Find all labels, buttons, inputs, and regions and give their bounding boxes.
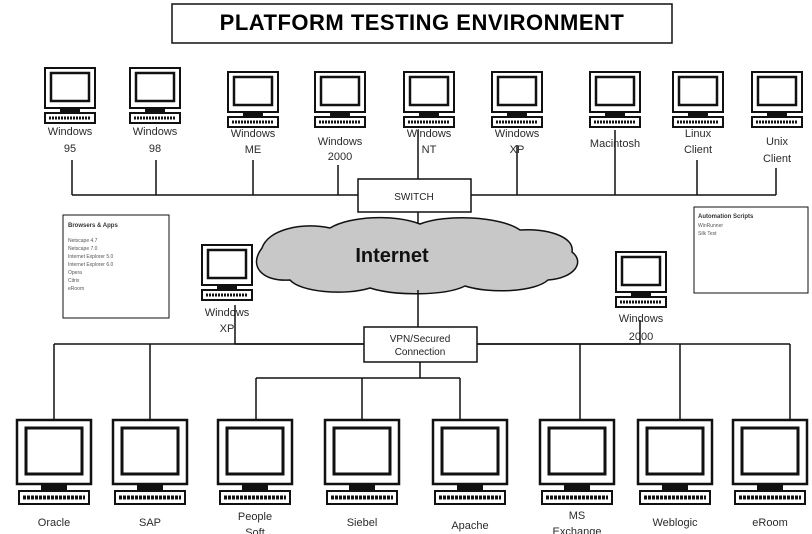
client-label-line1: Windows xyxy=(48,126,93,138)
remote-client-label-line2: XP xyxy=(220,323,235,335)
browsers-note-item: eRoom xyxy=(68,286,84,292)
server-siebel: Siebel xyxy=(323,418,401,529)
vpn-label-line2: Connection xyxy=(395,347,446,358)
computer-icon xyxy=(128,66,182,125)
computer-icon xyxy=(43,66,97,125)
automation-note-title: Automation Scripts xyxy=(698,214,754,220)
client-label-line2: NT xyxy=(422,144,437,156)
switch-node: SWITCH xyxy=(357,178,472,213)
client-label-line2: Client xyxy=(684,144,712,156)
computer-icon xyxy=(538,418,616,506)
client-label-line2: 98 xyxy=(149,143,161,155)
computer-icon xyxy=(588,70,642,129)
computer-icon xyxy=(313,70,367,129)
browsers-note-title: Browsers & Apps xyxy=(68,223,118,229)
computer-icon xyxy=(216,418,294,506)
client-label-line1: Macintosh xyxy=(590,138,640,150)
title-text: PLATFORM TESTING ENVIRONMENT xyxy=(220,10,625,35)
server-ms-exchange: MS Exchange xyxy=(538,418,616,534)
computer-icon xyxy=(15,418,93,506)
client-windows-2000: Windows 2000 xyxy=(313,70,367,163)
vpn-label-line1: VPN/Secured xyxy=(390,334,451,345)
server-label-line2: Soft xyxy=(245,527,265,534)
computer-icon xyxy=(431,418,509,506)
diagram-title: PLATFORM TESTING ENVIRONMENT xyxy=(171,3,673,44)
client-windows-95: Windows 95 xyxy=(43,66,97,155)
computer-icon xyxy=(750,70,804,129)
client-label-line1: Windows xyxy=(133,126,178,138)
server-label-line1: Weblogic xyxy=(652,517,698,529)
remote-client-label-line1: Windows xyxy=(619,313,664,325)
computer-icon xyxy=(614,250,668,309)
client-label-line1: Windows xyxy=(495,128,540,140)
computer-icon xyxy=(490,70,544,129)
computer-icon xyxy=(200,243,254,302)
client-windows-98: Windows 98 xyxy=(128,66,182,155)
client-label-line2: 95 xyxy=(64,143,76,155)
server-apache: Apache xyxy=(431,418,509,532)
browsers-note-item: Citrix xyxy=(68,278,80,284)
client-label-line1: Windows xyxy=(231,128,276,140)
server-oracle: Oracle xyxy=(15,418,93,529)
internet-label: Internet xyxy=(355,245,429,267)
remote-client-label-line1: Windows xyxy=(205,307,250,319)
client-label-line2: XP xyxy=(510,144,525,156)
automation-note-item: Silk Test xyxy=(698,231,717,237)
computer-icon xyxy=(323,418,401,506)
browsers-note-item: Netscape 7.0 xyxy=(68,246,98,252)
server-sap: SAP xyxy=(111,418,189,529)
browsers-note-item: Netscape 4.7 xyxy=(68,238,98,244)
client-label-line2: Client xyxy=(763,153,791,165)
browsers-note-item: Internet Explorer 5.0 xyxy=(68,254,114,260)
remote-client-windows-2000: Windows 2000 xyxy=(614,250,668,343)
switch-label: SWITCH xyxy=(394,192,433,203)
client-label-line2: 2000 xyxy=(328,151,352,163)
computer-icon xyxy=(636,418,714,506)
client-macintosh: Macintosh xyxy=(588,70,642,150)
client-label-line2: ME xyxy=(245,144,262,156)
server-label-line1: Oracle xyxy=(38,517,70,529)
computer-icon xyxy=(671,70,725,129)
client-label-line1: Windows xyxy=(407,128,452,140)
browsers-note-item: Internet Explorer 6.0 xyxy=(68,262,114,268)
computer-icon xyxy=(111,418,189,506)
automation-note-item: WinRunner xyxy=(698,223,723,229)
vpn-secured-connection: VPN/Secured Connection xyxy=(363,326,478,363)
client-label-line1: Windows xyxy=(318,136,363,148)
remote-client-label-line2: 2000 xyxy=(629,331,653,343)
internet-cloud: Internet xyxy=(255,216,579,295)
computer-icon xyxy=(731,418,809,506)
server-eroom: eRoom xyxy=(731,418,809,529)
server-label-line1: Apache xyxy=(451,520,488,532)
server-label-line1: Siebel xyxy=(347,517,378,529)
client-label-line1: Linux xyxy=(685,128,712,140)
server-label-line1: People xyxy=(238,511,272,523)
server-label-line1: SAP xyxy=(139,517,161,529)
server-label-line1: eRoom xyxy=(752,517,787,529)
browsers-note-item: Opera xyxy=(68,270,82,276)
computer-icon xyxy=(402,70,456,129)
server-label-line1: MS xyxy=(569,510,586,522)
server-weblogic: Weblogic xyxy=(636,418,714,529)
server-label-line2: Exchange xyxy=(553,526,602,534)
computer-icon xyxy=(226,70,280,129)
client-label-line1: Unix xyxy=(766,136,789,148)
